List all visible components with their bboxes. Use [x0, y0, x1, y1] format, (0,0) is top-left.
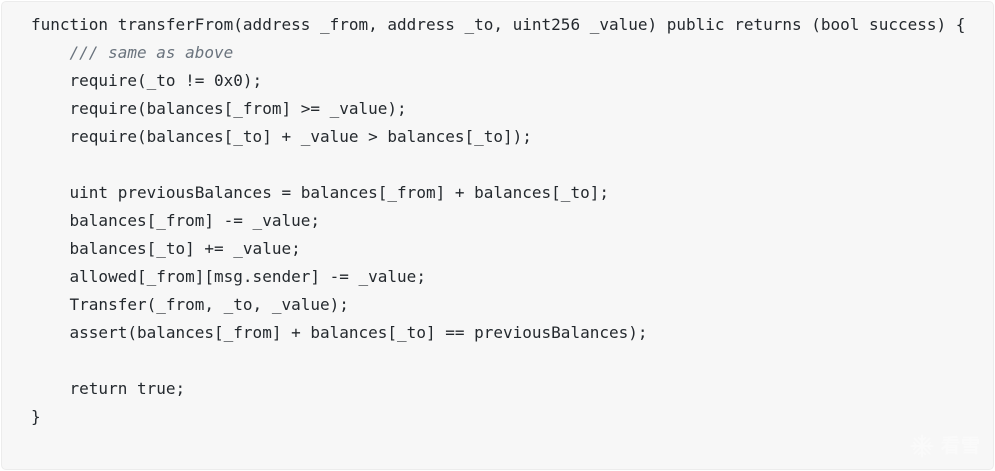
code-line: balances[_from] -= _value; [31, 211, 320, 230]
code-line: balances[_to] += _value; [31, 239, 301, 258]
code-line-blank [31, 151, 985, 179]
code-line: function transferFrom(address _from, add… [31, 15, 966, 34]
code-line: require(balances[_from] >= _value); [31, 99, 407, 118]
code-line-comment: /// same as above [31, 43, 234, 62]
code-line: require(balances[_to] + _value > balance… [31, 127, 532, 146]
code-line-blank [31, 347, 985, 375]
code-line: allowed[_from][msg.sender] -= _value; [31, 267, 426, 286]
code-line: } [31, 407, 41, 426]
code-line: uint previousBalances = balances[_from] … [31, 183, 609, 202]
watermark: 看雪 [909, 433, 981, 459]
code-line: Transfer(_from, _to, _value); [31, 295, 349, 314]
code-line: return true; [31, 379, 186, 398]
watermark-text: 看雪 [940, 434, 981, 457]
code-line: require(_to != 0x0); [31, 71, 263, 90]
code-line: assert(balances[_from] + balances[_to] =… [31, 323, 648, 342]
snowflake-icon [909, 433, 935, 459]
code-block[interactable]: function transferFrom(address _from, add… [31, 11, 985, 431]
